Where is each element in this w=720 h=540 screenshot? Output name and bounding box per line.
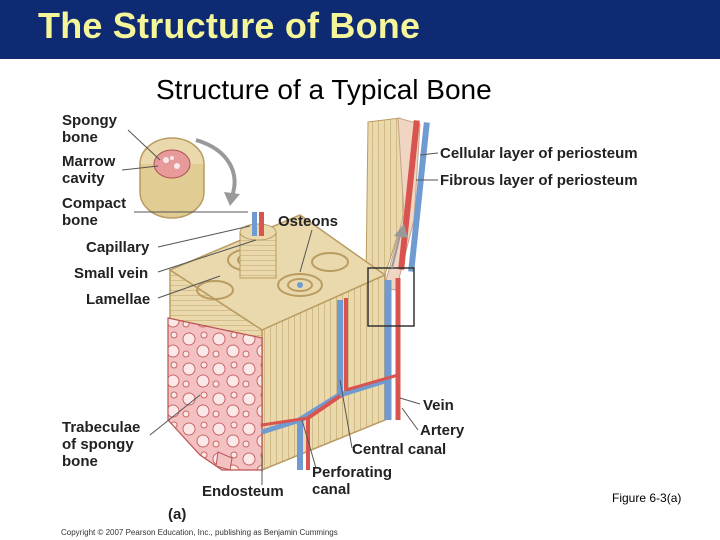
label-trabeculae: Trabeculae of spongy bone [62, 419, 141, 470]
curved-arrow [195, 138, 237, 197]
label-cellular-layer-periosteum: Cellular layer of periosteum [440, 145, 638, 162]
periosteum-strip [365, 117, 430, 291]
label-vein: Vein [423, 397, 454, 414]
figure-reference: Figure 6-3(a) [612, 491, 682, 505]
title-bar: The Structure of Bone [0, 0, 720, 59]
bone-cross-section [139, 137, 205, 219]
label-perforating-canal: Perforating canal [312, 464, 393, 498]
figure-subtitle: Structure of a Typical Bone [156, 74, 492, 105]
label-capillary: Capillary [86, 239, 150, 256]
leader-lines [121, 129, 421, 485]
label-central-canal: Central canal [352, 441, 447, 458]
label-endosteum: Endosteum [202, 483, 284, 500]
spongy-bone-region [167, 317, 263, 471]
label-fibrous-layer-periosteum: Fibrous layer of periosteum [440, 172, 638, 189]
blood-vessels [261, 278, 401, 470]
label-lamellae: Lamellae [86, 291, 151, 308]
panel-letter: (a) [168, 506, 187, 523]
label-compact-bone: Compact bone [62, 195, 127, 229]
callout-box [367, 267, 415, 327]
label-marrow-cavity: Marrow cavity [62, 153, 116, 187]
osteon-cylinder [239, 212, 277, 279]
label-spongy-bone: Spongy bone [62, 112, 117, 146]
label-osteons: Osteons [278, 213, 339, 230]
copyright-notice: Copyright © 2007 Pearson Education, Inc.… [61, 528, 338, 537]
label-small-vein: Small vein [74, 265, 149, 282]
label-artery: Artery [420, 422, 465, 439]
slide-title: The Structure of Bone [38, 5, 421, 46]
